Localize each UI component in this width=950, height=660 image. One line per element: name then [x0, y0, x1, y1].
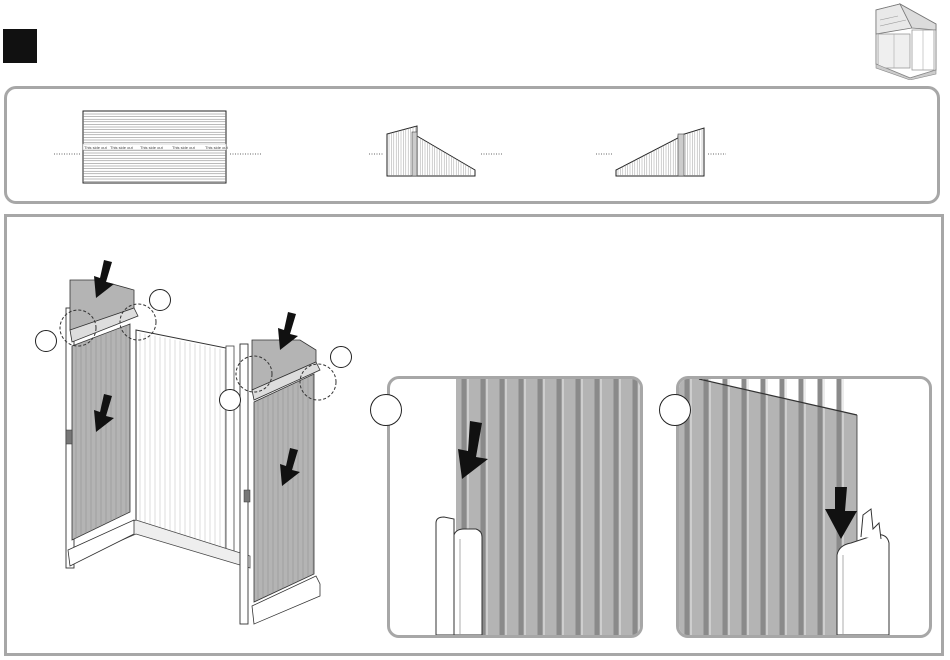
sheet-label: This side out [172, 145, 196, 150]
detail-callout-circle [330, 346, 352, 368]
shed-thumbnail-icon [870, 0, 942, 80]
sheet-rectangular: This side out This side out This side ou… [50, 108, 265, 188]
detail-callout-circle [219, 389, 241, 411]
detail-view-left [387, 376, 643, 638]
detail-view-right [676, 376, 932, 638]
sheet-label-row: This side out This side out This side ou… [84, 145, 229, 150]
sheet-label: This side out [110, 145, 134, 150]
sheet-gable-left [365, 120, 510, 182]
detail-callout-circle [149, 289, 171, 311]
sheet-gable-right [592, 120, 737, 182]
detail-callout-circle [659, 394, 691, 426]
sheet-label: This side out [140, 145, 164, 150]
sheet-label: This side out [205, 145, 229, 150]
shed-wall-assembly [30, 250, 370, 635]
sheet-label: This side out [84, 145, 108, 150]
step-marker-square [3, 29, 37, 63]
detail-callout-circle [370, 394, 402, 426]
detail-callout-circle [35, 330, 57, 352]
